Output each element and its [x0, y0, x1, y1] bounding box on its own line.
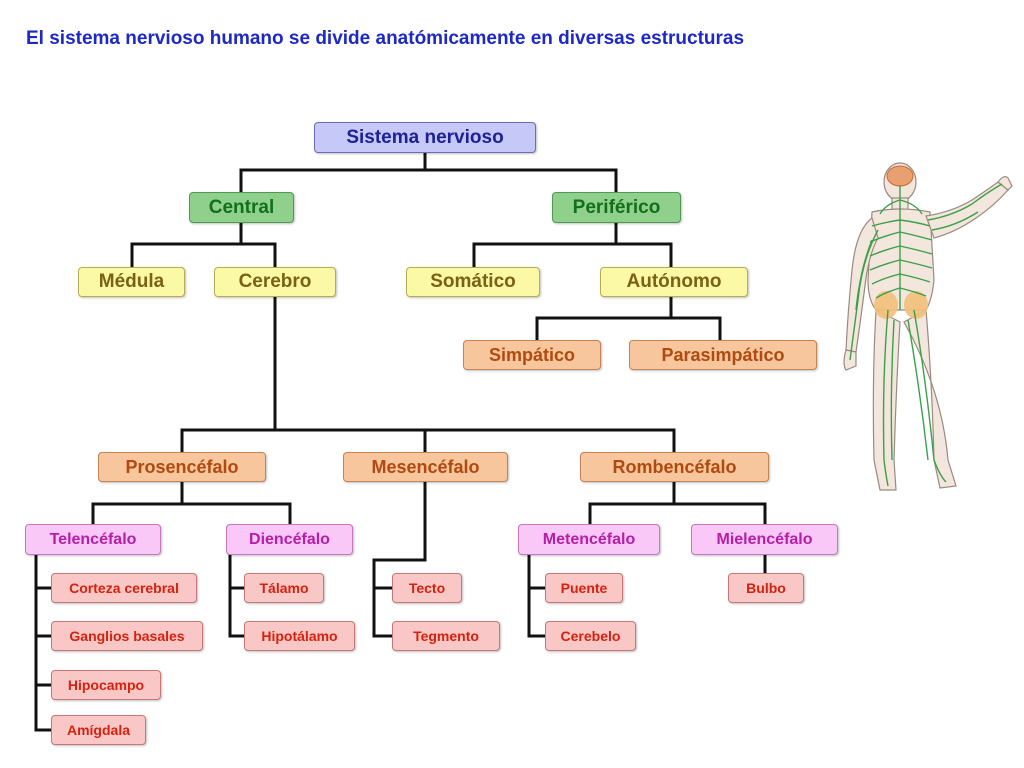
- node-mielencefalo: Mielencéfalo: [691, 524, 838, 555]
- node-amigdala: Amígdala: [51, 715, 146, 745]
- node-hipocampo: Hipocampo: [51, 670, 161, 700]
- node-medula: Médula: [78, 267, 185, 297]
- node-telencefalo: Telencéfalo: [25, 524, 161, 555]
- node-tegmento: Tegmento: [392, 621, 500, 651]
- node-somatico: Somático: [406, 267, 540, 297]
- node-simpatico: Simpático: [463, 340, 601, 370]
- node-parasimpatico: Parasimpático: [629, 340, 817, 370]
- node-autonomo: Autónomo: [600, 267, 748, 297]
- node-ganglios-basales: Ganglios basales: [51, 621, 203, 651]
- node-cerebro: Cerebro: [214, 267, 336, 297]
- node-bulbo: Bulbo: [728, 573, 804, 603]
- node-metencefalo: Metencéfalo: [518, 524, 660, 555]
- node-rombencefalo: Rombencéfalo: [580, 452, 769, 482]
- node-central: Central: [189, 192, 294, 223]
- node-corteza-cerebral: Corteza cerebral: [51, 573, 197, 603]
- human-nervous-system-figure-icon: [843, 162, 1013, 491]
- node-diencefalo: Diencéfalo: [226, 524, 353, 555]
- node-prosencefalo: Prosencéfalo: [98, 452, 266, 482]
- node-tecto: Tecto: [392, 573, 462, 603]
- node-cerebelo: Cerebelo: [545, 621, 636, 651]
- page-title: El sistema nervioso humano se divide ana…: [26, 28, 745, 49]
- node-periferico: Periférico: [552, 192, 681, 223]
- node-hipotalamo: Hipotálamo: [244, 621, 355, 651]
- node-puente: Puente: [545, 573, 623, 603]
- node-sistema-nervioso: Sistema nervioso: [314, 122, 536, 153]
- node-mesencefalo: Mesencéfalo: [343, 452, 508, 482]
- node-talamo: Tálamo: [244, 573, 324, 603]
